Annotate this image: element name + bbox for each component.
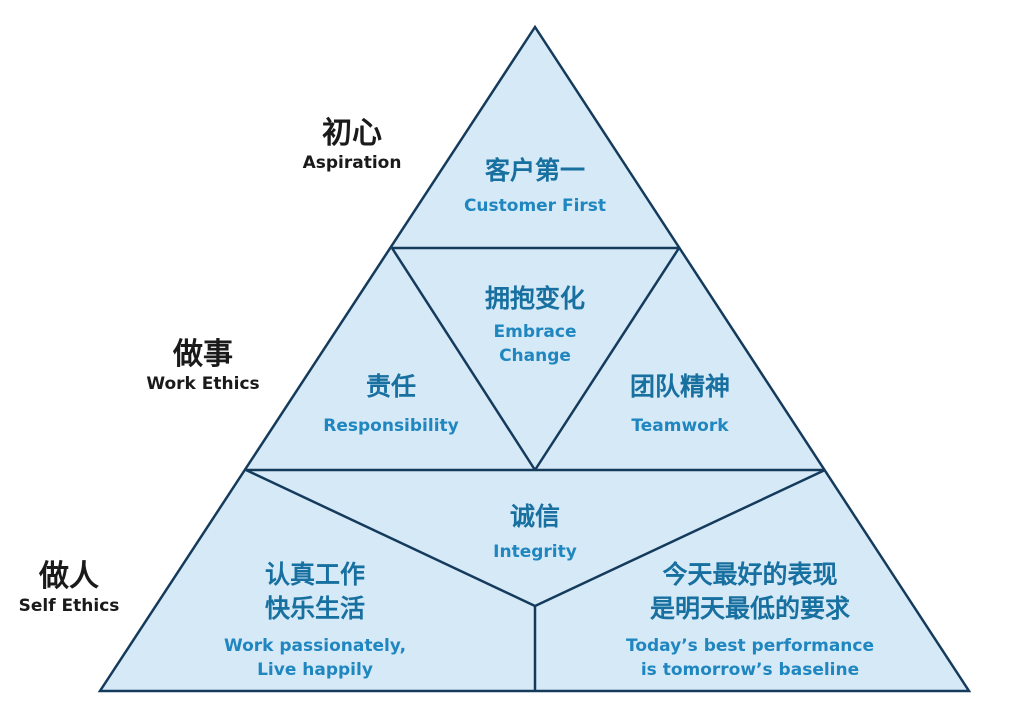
divider-integrity-right xyxy=(534,468,826,608)
level-self-en: Self Ethics xyxy=(18,596,120,616)
cell-integrity-en: Integrity xyxy=(493,542,577,562)
level-work: 做事 Work Ethics xyxy=(128,337,278,395)
cell-teamwork-en: Teamwork xyxy=(631,416,729,436)
cell-responsibility: 责任 Responsibility xyxy=(300,370,482,438)
level-aspiration-en: Aspiration xyxy=(302,153,402,173)
cell-integrity: 诚信 Integrity xyxy=(445,500,625,564)
level-work-en: Work Ethics xyxy=(146,374,260,394)
cell-embrace-change-en-line2: Change xyxy=(499,346,571,366)
cell-work-happily-en-line2: Live happily xyxy=(257,660,373,680)
cell-work-happily-en-line1: Work passionately, xyxy=(223,636,407,656)
cell-teamwork-cn: 团队精神 xyxy=(629,372,730,401)
cell-responsibility-cn: 责任 xyxy=(365,372,416,401)
divider-integrity-left xyxy=(245,468,536,608)
cell-customer-first-cn: 客户第一 xyxy=(484,156,585,185)
cell-tomorrow-baseline-en-line2: is tomorrow’s baseline xyxy=(640,660,860,680)
cell-work-happily-cn-line2: 快乐生活 xyxy=(264,594,365,623)
level-self-cn: 做人 xyxy=(39,559,99,594)
cell-work-happily: 认真工作 快乐生活 Work passionately, Live happil… xyxy=(190,558,440,682)
cell-embrace-change-en-line1: Embrace xyxy=(493,322,577,342)
cell-embrace-change: 拥抱变化 Embrace Change xyxy=(445,282,625,368)
cell-work-happily-cn-line1: 认真工作 xyxy=(264,560,365,589)
cell-customer-first-en: Customer First xyxy=(463,196,607,216)
level-self: 做人 Self Ethics xyxy=(0,559,138,617)
cell-responsibility-en: Responsibility xyxy=(323,416,459,436)
cell-embrace-change-cn: 拥抱变化 xyxy=(484,284,585,313)
cell-customer-first: 客户第一 Customer First xyxy=(435,154,635,218)
cell-integrity-cn: 诚信 xyxy=(509,502,560,531)
divider-change-right xyxy=(533,247,681,471)
divider-change-left xyxy=(390,247,537,471)
cell-tomorrow-baseline-en-line1: Today’s best performance xyxy=(625,636,874,656)
level-aspiration: 初心 Aspiration xyxy=(282,116,422,174)
cell-tomorrow-baseline: 今天最好的表现 是明天最低的要求 Today’s best performanc… xyxy=(595,558,905,682)
cell-tomorrow-baseline-cn-line1: 今天最好的表现 xyxy=(662,560,838,589)
level-work-cn: 做事 xyxy=(173,337,233,372)
cell-teamwork: 团队精神 Teamwork xyxy=(590,370,770,438)
cell-tomorrow-baseline-cn-line2: 是明天最低的要求 xyxy=(649,594,850,623)
level-aspiration-cn: 初心 xyxy=(322,116,382,151)
